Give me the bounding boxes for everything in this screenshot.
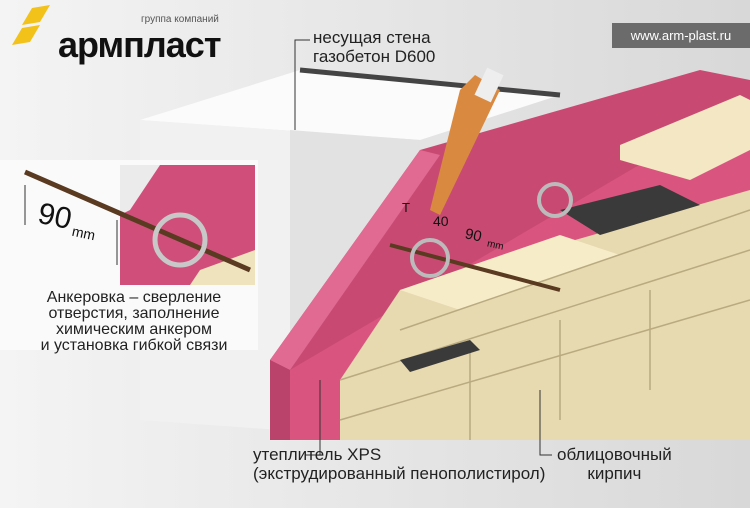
brick-label-line: кирпич xyxy=(587,464,642,483)
dimension-40: 40 xyxy=(433,213,449,229)
brand-subtitle: группа компаний xyxy=(141,14,219,25)
dimension-t: T xyxy=(402,200,410,215)
dimension-90: 90 xyxy=(463,225,484,246)
sealant-tube xyxy=(430,67,504,215)
insulation-callout-line xyxy=(305,380,321,456)
wall-callout-line xyxy=(294,39,310,130)
insulation-label-sub: (экструдированный пенополистирол) xyxy=(253,464,546,483)
caption-line: химическим анкером xyxy=(55,321,213,338)
inset-dimension-value: 90 xyxy=(35,196,75,237)
inset-caption: Анкеровка – сверление отверстия, заполне… xyxy=(14,290,254,354)
wall-label-line: несущая стена xyxy=(313,28,431,47)
caption-line: и установка гибкой связи xyxy=(40,337,228,354)
brand-name: армпласт xyxy=(58,24,221,65)
brick-callout-line xyxy=(539,390,552,456)
insulation-label: утеплитель XPS xyxy=(253,445,388,464)
anchor-tie xyxy=(389,182,573,292)
wall-label: несущая стена газобетон D600 xyxy=(313,28,435,66)
caption-line: отверстия, заполнение xyxy=(48,305,220,322)
wall-label-line: газобетон D600 xyxy=(313,47,436,66)
logo-mark xyxy=(12,5,50,45)
website-url[interactable]: www.arm-plast.ru xyxy=(612,23,750,48)
brick-label: облицовочный кирпич xyxy=(557,445,672,483)
inset-detail xyxy=(0,160,258,350)
brick-label-line: облицовочный xyxy=(557,445,672,464)
insulation-label-line: утеплитель XPS xyxy=(253,445,382,464)
caption-line: Анкеровка – сверление xyxy=(46,289,222,306)
facing-bricks xyxy=(339,95,750,440)
